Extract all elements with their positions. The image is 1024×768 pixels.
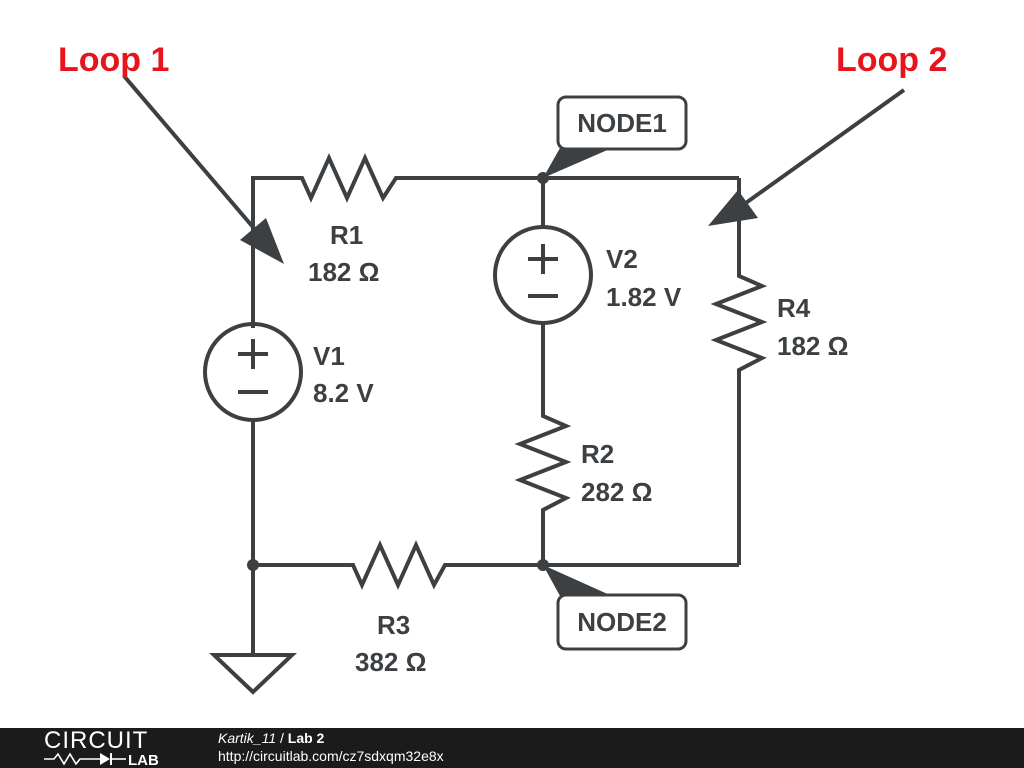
node1-label: NODE1	[577, 108, 667, 138]
circuitlab-logo-lab: LAB	[128, 752, 159, 766]
r4-value: 182 Ω	[777, 331, 848, 361]
v1-value: 8.2 V	[313, 378, 374, 408]
loop1-arrow	[122, 74, 284, 264]
resistor-r2[interactable]	[514, 408, 572, 520]
wires	[251, 176, 741, 655]
node1-tag[interactable]: NODE1	[543, 95, 688, 178]
schematic-byline: Kartik_11 / Lab 2	[218, 730, 324, 747]
r2-name: R2	[581, 439, 614, 469]
resistor-icon	[44, 752, 100, 766]
byline-separator: /	[276, 730, 288, 746]
resistor-r4[interactable]	[710, 268, 768, 378]
node2-label: NODE2	[577, 607, 667, 637]
node2-tag[interactable]: NODE2	[543, 565, 688, 651]
r3-value: 382 Ω	[355, 647, 426, 677]
schematic-url[interactable]: http://circuitlab.com/cz7sdxqm32e8x	[218, 748, 444, 764]
author-name[interactable]: Kartik_11	[218, 730, 277, 746]
resistor-r1[interactable]	[293, 153, 405, 203]
circuitlab-logo-sub: LAB	[44, 752, 159, 766]
loop1-label: Loop 1	[58, 41, 169, 79]
r2-value: 282 Ω	[581, 477, 652, 507]
r1-name: R1	[330, 220, 363, 250]
schematic-title[interactable]: Lab 2	[287, 730, 325, 746]
voltage-source-v1[interactable]	[203, 322, 303, 422]
loop2-label: Loop 2	[836, 41, 947, 79]
v2-value: 1.82 V	[606, 282, 682, 312]
r3-name: R3	[377, 610, 410, 640]
diode-icon	[100, 753, 110, 765]
wire-top-left	[251, 176, 293, 328]
r1-value: 182 Ω	[308, 257, 379, 287]
loop2-arrow	[708, 88, 906, 226]
resistor-r3[interactable]	[344, 540, 452, 590]
v1-name: V1	[313, 341, 345, 371]
circuitlab-logo[interactable]: CIRCUIT	[44, 727, 149, 754]
footer-bar: CIRCUIT LAB Kartik_11 / Lab 2 http://cir…	[0, 728, 1024, 768]
ground-icon	[208, 653, 298, 695]
junction-dot	[247, 559, 259, 571]
voltage-source-v2[interactable]	[493, 225, 593, 325]
v2-name: V2	[606, 244, 638, 274]
r4-name: R4	[777, 293, 811, 323]
circuit-schematic: NODE1 NODE2 Loop 1 Loop 2 R1 182 Ω V1 8.…	[58, 41, 947, 695]
